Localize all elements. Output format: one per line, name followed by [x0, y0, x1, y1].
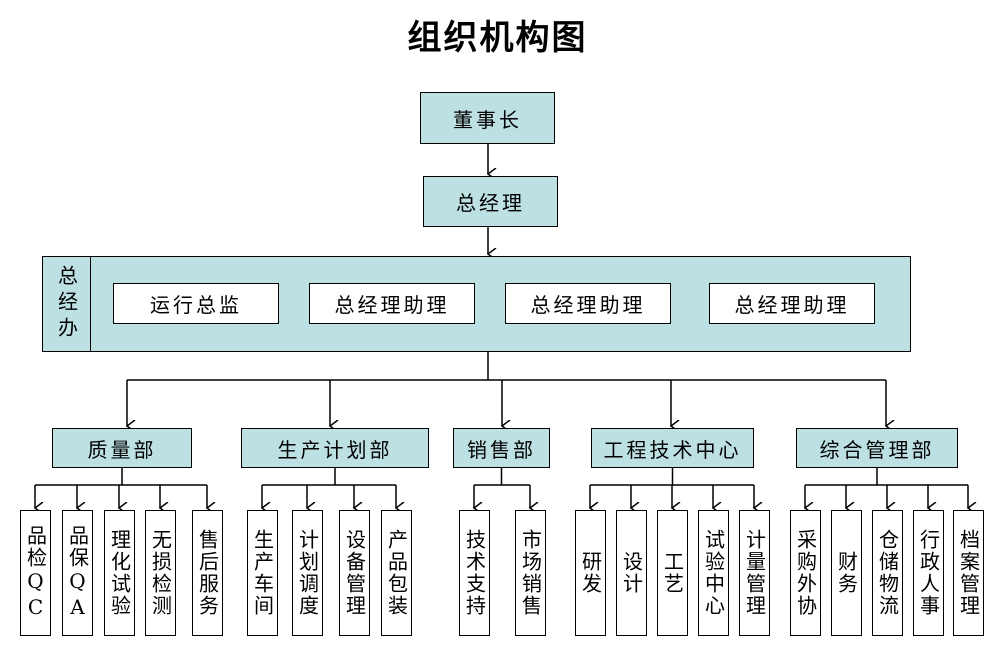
unit-box-label: 计量管理: [742, 529, 767, 617]
department-box: 工程技术中心: [591, 428, 754, 468]
unit-box-label: 产品包装: [384, 529, 409, 617]
unit-box: 工艺: [657, 510, 688, 636]
unit-box: 技术支持: [459, 510, 490, 636]
unit-box-label: 研发: [578, 551, 603, 595]
unit-box: 产品包装: [381, 510, 412, 636]
department-box: 销售部: [453, 428, 550, 468]
unit-box: 无损检测: [145, 510, 176, 636]
unit-box: 品保QA: [62, 510, 93, 636]
unit-box: 市场销售: [515, 510, 546, 636]
office-member-box: 总经理助理: [505, 283, 671, 324]
unit-box-label: 设计: [619, 551, 644, 595]
unit-box: 财务: [831, 510, 862, 636]
department-box: 质量部: [52, 428, 192, 468]
unit-box-label: 品保QA: [65, 525, 90, 621]
unit-box-label: 采购外协: [793, 529, 818, 617]
department-box-label: 综合管理部: [819, 437, 935, 462]
unit-box: 仓储物流: [872, 510, 903, 636]
unit-box-label: 无损检测: [148, 529, 173, 617]
unit-box: 研发: [575, 510, 606, 636]
unit-box-label: 市场销售: [518, 529, 543, 617]
unit-box: 计划调度: [292, 510, 323, 636]
office-member-box: 总经理助理: [709, 283, 875, 324]
unit-box: 品检QC: [20, 510, 51, 636]
unit-box-label: 生产车间: [250, 529, 275, 617]
office-member-box-label: 总经理助理: [530, 293, 646, 317]
unit-box-label: 财务: [834, 551, 859, 595]
department-box-label: 工程技术中心: [603, 437, 742, 462]
unit-box: 设计: [616, 510, 647, 636]
chairman-box: 董事长: [420, 92, 555, 144]
unit-box: 试验中心: [698, 510, 729, 636]
unit-box-label: 工艺: [660, 551, 685, 595]
department-box-label: 质量部: [87, 437, 157, 462]
office-member-box-label: 总经理助理: [334, 293, 450, 317]
unit-box: 计量管理: [739, 510, 770, 636]
unit-box-label: 行政人事: [916, 529, 941, 617]
general-manager-box: 总经理: [423, 176, 558, 227]
unit-box: 生产车间: [247, 510, 278, 636]
unit-box-label: 设备管理: [342, 529, 367, 617]
office-member-box-label: 运行总监: [150, 293, 242, 317]
unit-box-label: 计划调度: [295, 529, 320, 617]
department-box: 生产计划部: [241, 428, 429, 468]
department-box: 综合管理部: [796, 428, 958, 468]
gm-office-label: 总经办: [54, 265, 79, 343]
unit-box-label: 档案管理: [956, 529, 981, 617]
unit-box-label: 仓储物流: [875, 529, 900, 617]
office-member-box: 总经理助理: [309, 283, 475, 324]
unit-box-label: 技术支持: [462, 529, 487, 617]
unit-box: 售后服务: [192, 510, 223, 636]
department-box-label: 生产计划部: [277, 437, 393, 462]
unit-box: 采购外协: [790, 510, 821, 636]
unit-box-label: 试验中心: [701, 529, 726, 617]
unit-box: 设备管理: [339, 510, 370, 636]
chart-title: 组织机构图: [407, 18, 588, 58]
office-member-box: 运行总监: [113, 283, 279, 324]
unit-box: 理化试验: [104, 510, 135, 636]
department-box-label: 销售部: [467, 437, 536, 462]
unit-box: 行政人事: [913, 510, 944, 636]
office-member-box-label: 总经理助理: [734, 293, 850, 317]
unit-box: 档案管理: [953, 510, 984, 636]
unit-box-label: 理化试验: [107, 529, 132, 617]
unit-box-label: 品检QC: [23, 525, 48, 621]
unit-box-label: 售后服务: [195, 529, 220, 617]
